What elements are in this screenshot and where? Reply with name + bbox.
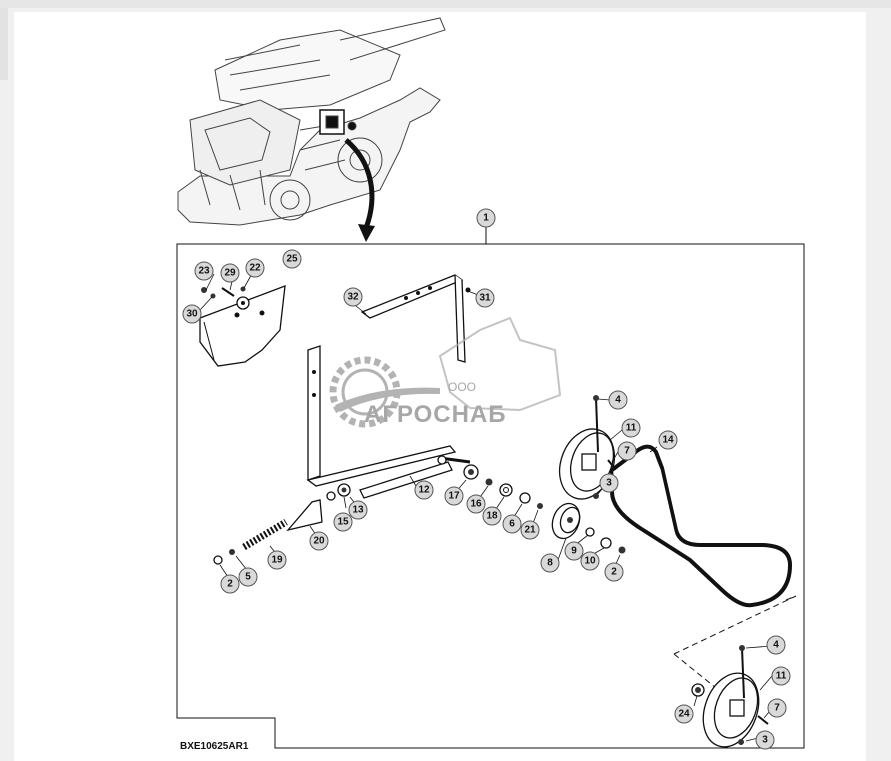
callout-12[interactable]: 12 <box>414 480 434 500</box>
svg-text:5: 5 <box>245 572 251 583</box>
washer-stack <box>326 464 543 509</box>
callout-18[interactable]: 18 <box>482 506 502 526</box>
callout-2-right[interactable]: 2 <box>604 562 624 582</box>
harvester-logo-icon <box>438 316 562 412</box>
diagram-border <box>176 243 805 749</box>
callout-22[interactable]: 22 <box>245 258 265 278</box>
svg-text:22: 22 <box>249 263 261 274</box>
svg-text:7: 7 <box>774 703 780 714</box>
callout-7-upper[interactable]: 7 <box>617 441 637 461</box>
callout-4-lower[interactable]: 4 <box>766 635 786 655</box>
top-strip <box>0 0 891 8</box>
callout-24[interactable]: 24 <box>674 704 694 724</box>
callout-32[interactable]: 32 <box>343 287 363 307</box>
lower-drive-pulley <box>691 645 769 748</box>
svg-text:9: 9 <box>571 546 577 557</box>
svg-text:12: 12 <box>418 485 430 496</box>
figure-code: BXE10625AR1 <box>180 741 249 752</box>
callout-1[interactable]: 1 <box>476 208 496 228</box>
callout-23[interactable]: 23 <box>194 261 214 281</box>
callout-17[interactable]: 17 <box>444 486 464 506</box>
callout-14[interactable]: 14 <box>658 430 678 450</box>
idler-pulley <box>551 502 626 554</box>
callout-6[interactable]: 6 <box>502 514 522 534</box>
callout-31[interactable]: 31 <box>475 288 495 308</box>
svg-text:18: 18 <box>486 511 498 522</box>
svg-text:11: 11 <box>776 671 787 682</box>
callout-19[interactable]: 19 <box>267 550 287 570</box>
mounting-bracket-frame <box>306 274 471 487</box>
svg-text:10: 10 <box>584 556 596 567</box>
callout-10[interactable]: 10 <box>580 551 600 571</box>
svg-text:31: 31 <box>479 293 491 304</box>
callout-4-upper[interactable]: 4 <box>608 390 628 410</box>
callout-11-lower[interactable]: 11 <box>771 666 791 686</box>
svg-text:6: 6 <box>509 519 515 530</box>
svg-text:2: 2 <box>227 579 233 590</box>
callout-2-left[interactable]: 2 <box>220 574 240 594</box>
svg-text:17: 17 <box>448 491 460 502</box>
left-strip <box>0 8 8 80</box>
svg-text:30: 30 <box>186 309 198 320</box>
svg-text:21: 21 <box>524 525 536 536</box>
watermark-brand: АГРОСНАБ <box>364 401 507 428</box>
callout-3-lower[interactable]: 3 <box>755 730 775 750</box>
tension-spring <box>213 518 288 565</box>
callout-16[interactable]: 16 <box>466 494 486 514</box>
svg-text:4: 4 <box>773 640 779 651</box>
callout-21[interactable]: 21 <box>520 520 540 540</box>
watermark: ООО АГРОСНАБ <box>329 316 562 428</box>
callout-8[interactable]: 8 <box>540 553 560 573</box>
callout-11-upper[interactable]: 11 <box>621 418 641 438</box>
callout-leaders <box>199 269 775 742</box>
belt-shield <box>199 285 286 367</box>
svg-text:4: 4 <box>615 395 621 406</box>
svg-text:7: 7 <box>624 446 630 457</box>
svg-text:13: 13 <box>352 505 364 516</box>
svg-text:15: 15 <box>337 517 349 528</box>
callout-20[interactable]: 20 <box>309 531 329 551</box>
svg-text:16: 16 <box>470 499 482 510</box>
svg-text:25: 25 <box>286 254 298 265</box>
svg-text:29: 29 <box>224 268 236 279</box>
callout-7-lower[interactable]: 7 <box>767 698 787 718</box>
callout-9[interactable]: 9 <box>564 541 584 561</box>
watermark-company: ООО <box>448 380 476 394</box>
tension-bracket <box>286 499 323 532</box>
combine-harvester-illustration <box>177 17 446 226</box>
drive-belt <box>610 444 793 608</box>
location-arrow <box>344 138 375 242</box>
svg-text:19: 19 <box>271 555 283 566</box>
svg-text:20: 20 <box>313 536 325 547</box>
callouts: 1 23 29 22 25 30 32 31 4 11 14 7 3 17 16… <box>182 208 791 750</box>
tensioner-rod <box>359 455 471 499</box>
svg-text:3: 3 <box>606 478 612 489</box>
svg-text:2: 2 <box>611 567 617 578</box>
shield-hardware <box>201 286 246 299</box>
svg-text:14: 14 <box>662 435 674 446</box>
callout-25[interactable]: 25 <box>282 249 302 269</box>
svg-text:23: 23 <box>198 266 210 277</box>
diagram-sheet <box>14 12 866 761</box>
svg-text:8: 8 <box>547 558 553 569</box>
callout-30[interactable]: 30 <box>182 304 202 324</box>
svg-text:11: 11 <box>626 423 637 434</box>
svg-text:1: 1 <box>483 213 489 224</box>
svg-text:32: 32 <box>347 292 359 303</box>
callout-29[interactable]: 29 <box>220 263 240 283</box>
svg-text:24: 24 <box>678 709 690 720</box>
callout-15[interactable]: 15 <box>333 512 353 532</box>
callout-3-upper[interactable]: 3 <box>599 473 619 493</box>
callout-5[interactable]: 5 <box>238 567 258 587</box>
svg-text:3: 3 <box>762 735 768 746</box>
alignment-dashes <box>673 595 797 689</box>
callout-13[interactable]: 13 <box>348 500 368 520</box>
